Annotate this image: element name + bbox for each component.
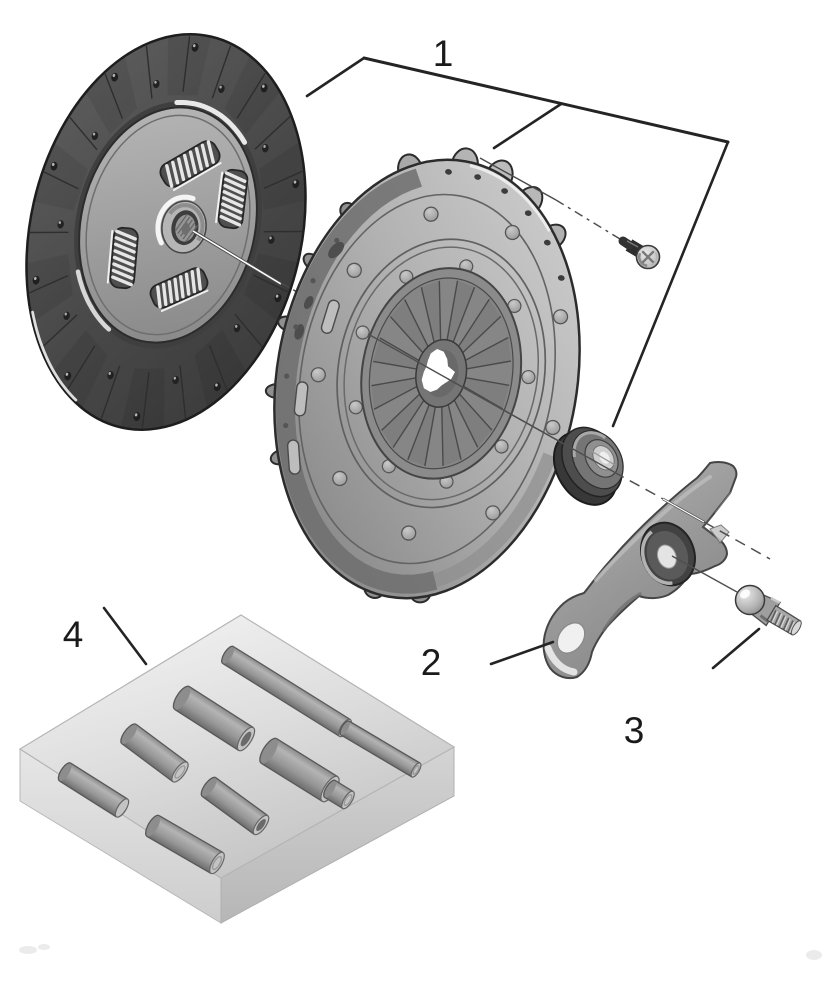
svg-text:1: 1 [433,33,454,74]
svg-text:2: 2 [421,642,442,683]
svg-text:3: 3 [624,710,645,751]
svg-text:4: 4 [63,614,84,655]
